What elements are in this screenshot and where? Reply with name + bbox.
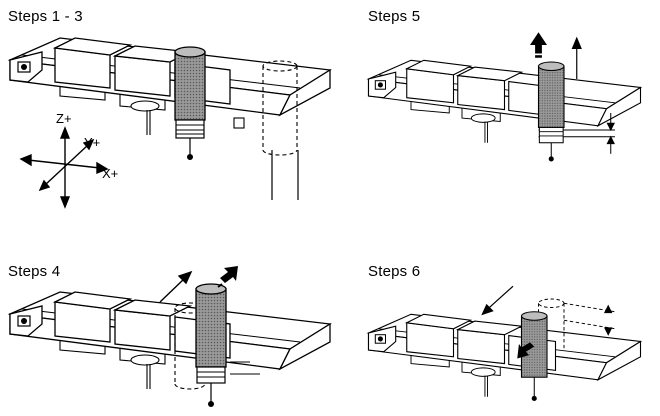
panel-title-steps-6: Steps 6	[368, 263, 421, 280]
arrow-up-thin-icon	[571, 36, 582, 80]
panel-title-steps-4: Steps 4	[8, 263, 61, 280]
arrow-diagonal-thin-icon	[481, 285, 514, 316]
probe-cylinder	[174, 46, 206, 160]
probe-cylinder	[520, 311, 548, 401]
axis-label-z: Z+	[56, 111, 72, 126]
dashed-cylinder	[262, 60, 298, 156]
panel-steps-6	[367, 285, 642, 401]
arrow-up-icon	[530, 32, 547, 58]
probe-cylinder	[537, 61, 565, 162]
panel-steps-5	[367, 32, 642, 162]
panel-steps-1-3	[9, 37, 331, 209]
dimension-marker-icon	[606, 113, 615, 154]
arrow-diagonal-thin-icon	[159, 270, 193, 303]
panel-steps-4	[9, 266, 331, 407]
arrow-diagonal-bold-icon	[517, 342, 535, 359]
panel-title-steps-5: Steps 5	[368, 8, 421, 25]
arrow-diagonal-bold-icon	[217, 266, 238, 288]
dimension-marker-icon	[603, 304, 613, 336]
axis-cross-icon	[19, 126, 109, 209]
probe-cylinder	[195, 283, 227, 407]
panel-title-steps-1-3: Steps 1 - 3	[8, 8, 83, 25]
